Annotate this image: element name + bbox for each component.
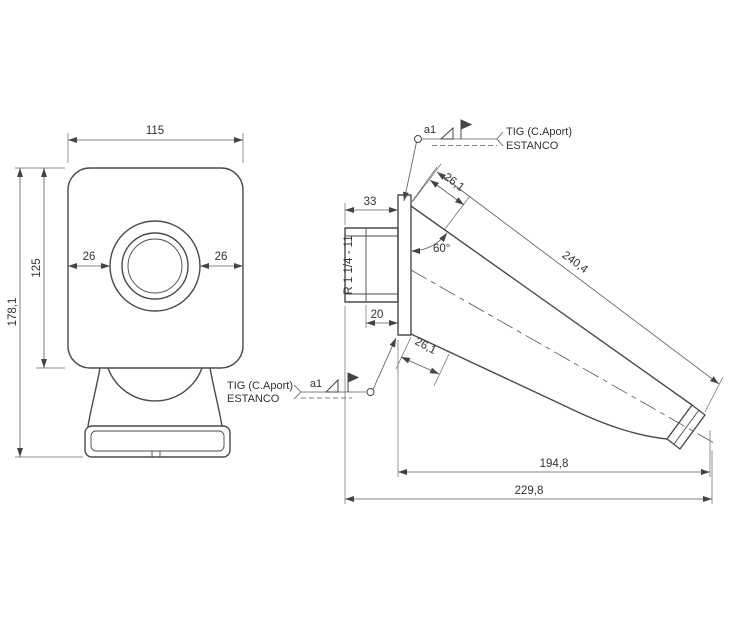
weld-process-label: TIG (C.Aport) [506,126,572,138]
weld-tail [496,131,504,140]
bracket-right-edge [209,367,223,427]
weld-tail [293,384,302,393]
weld-all-around-circle [366,388,375,396]
dim-total-height-label: 178,1 [7,298,19,327]
fillet-weld-symbol [439,126,454,140]
bracket-left-edge [87,367,101,427]
weld-leader [372,337,397,390]
dim-bottom-gap-label: 26,1 [413,336,438,357]
weld-process-label: TIG (C.Aport) [227,380,293,392]
field-weld-flag [460,119,473,130]
weld-callout-top: a1 TIG (C.Aport) ESTANCO [402,119,572,202]
spout-top-edge [410,205,693,406]
dim-right-offset-label: 26 [215,251,228,263]
extension-line [704,376,724,413]
weld-note-label: ESTANCO [227,393,280,405]
dim-left-offset-label: 26 [83,251,96,263]
weld-leader [402,141,417,202]
weld-note-label: ESTANCO [506,140,559,152]
base-outer [84,425,231,458]
spout-tip-collar-line [673,409,700,445]
side-view: 60° 33 20 R 1 1/4 - 11 26,1 26,1 240,4 1… [343,163,724,504]
plate-side-profile [397,194,412,336]
weld-tail [496,138,504,147]
thread-inner-circle [127,238,183,294]
dim-reach-total-label: 229,8 [515,485,544,497]
base-inner [90,430,225,452]
lower-lobe-arc [107,367,203,402]
front-view: 115 125 178,1 26 26 [7,125,244,458]
weld-callout-left: TIG (C.Aport) ESTANCO a1 [227,337,397,405]
weld-size-label: a1 [310,378,322,390]
spout-tip-collar [666,404,706,450]
extension-line [433,353,450,387]
boss-outer-circle [109,220,201,312]
spout-bottom-edge [410,333,668,440]
dim-thread-length-label: 20 [371,309,384,321]
weld-size-label: a1 [424,124,436,136]
dim-plate-height-label: 125 [31,258,43,277]
fillet-weld-symbol [324,378,339,393]
field-weld-flag [347,372,360,383]
dimension-line [400,356,440,375]
extension-line [395,336,412,370]
dim-nipple-length-label: 33 [364,196,377,208]
dimension-line [436,171,720,385]
extension-line [444,195,471,230]
dim-reach-inner-label: 194,8 [540,458,569,470]
extension-line [412,163,442,202]
extension-line [410,166,438,204]
dim-spout-length-label: 240,4 [560,249,591,276]
dim-angle-label: 60° [433,243,450,255]
weld-all-around-circle [414,135,422,143]
thread-spec-label: R 1 1/4 - 11 [343,235,355,294]
mounting-plate-outline [67,167,244,369]
weld-tail [293,391,302,400]
spout-centerline [410,269,715,444]
dim-plate-width-label: 115 [146,125,164,137]
thread-outer-circle [121,232,189,300]
